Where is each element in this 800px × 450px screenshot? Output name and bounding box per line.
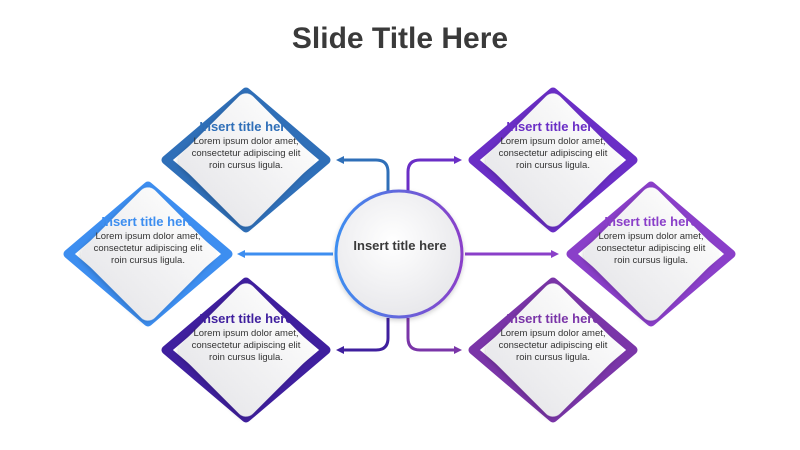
arrow-top-left bbox=[336, 156, 390, 192]
diamond-border bbox=[468, 277, 638, 423]
node-top-left-text: Insert title here Lorem ipsum dolor amet… bbox=[191, 119, 301, 172]
node-bottom-right-text: Insert title here Lorem ipsum dolor amet… bbox=[498, 311, 608, 364]
node-heading: Insert title here bbox=[604, 214, 698, 229]
node-body: Lorem ipsum dolor amet, consectetur adip… bbox=[191, 136, 301, 171]
node-body: Lorem ipsum dolor amet, consectetur adip… bbox=[191, 328, 301, 363]
diamond-border bbox=[468, 87, 638, 233]
node-middle-left-text: Insert title here Lorem ipsum dolor amet… bbox=[93, 214, 203, 267]
arrow-bottom-left bbox=[336, 318, 390, 354]
diamond-border bbox=[63, 181, 233, 327]
node-body: Lorem ipsum dolor amet, consectetur adip… bbox=[498, 328, 608, 363]
arrow-bottom-right bbox=[406, 318, 462, 354]
node-middle-right-text: Insert title here Lorem ipsum dolor amet… bbox=[596, 214, 706, 267]
diamond-card-bottom-right bbox=[468, 277, 638, 423]
node-heading: Insert title here bbox=[101, 214, 195, 229]
diamond-face bbox=[486, 283, 620, 417]
node-heading: Insert title here bbox=[506, 119, 600, 134]
slide-title: Slide Title Here bbox=[291, 22, 509, 55]
diamond-card-middle-left bbox=[63, 181, 233, 327]
node-body: Lorem ipsum dolor amet, consectetur adip… bbox=[93, 231, 203, 266]
node-body: Lorem ipsum dolor amet, consectetur adip… bbox=[498, 136, 608, 171]
node-heading: Insert title here bbox=[506, 311, 600, 326]
diamond-card-top-right bbox=[468, 87, 638, 233]
diamond-card-middle-right bbox=[566, 181, 736, 327]
center-label: Insert title here bbox=[353, 238, 447, 253]
diamond-face bbox=[486, 93, 620, 227]
diamond-card-bottom-left bbox=[161, 277, 331, 423]
diamond-border bbox=[161, 87, 331, 233]
node-heading: Insert title here bbox=[199, 311, 293, 326]
node-heading: Insert title here bbox=[199, 119, 293, 134]
diamond-face bbox=[179, 93, 313, 227]
diamond-border bbox=[566, 181, 736, 327]
diamond-face bbox=[179, 283, 313, 417]
diamond-border bbox=[161, 277, 331, 423]
node-top-right-text: Insert title here Lorem ipsum dolor amet… bbox=[498, 119, 608, 172]
diamond-face bbox=[81, 187, 215, 321]
center-circle bbox=[334, 189, 464, 319]
diamond-card-top-left bbox=[161, 87, 331, 233]
arrow-top-right bbox=[406, 156, 462, 192]
node-bottom-left-text: Insert title here Lorem ipsum dolor amet… bbox=[191, 311, 301, 364]
node-body: Lorem ipsum dolor amet, consectetur adip… bbox=[596, 231, 706, 266]
diamond-face bbox=[584, 187, 718, 321]
